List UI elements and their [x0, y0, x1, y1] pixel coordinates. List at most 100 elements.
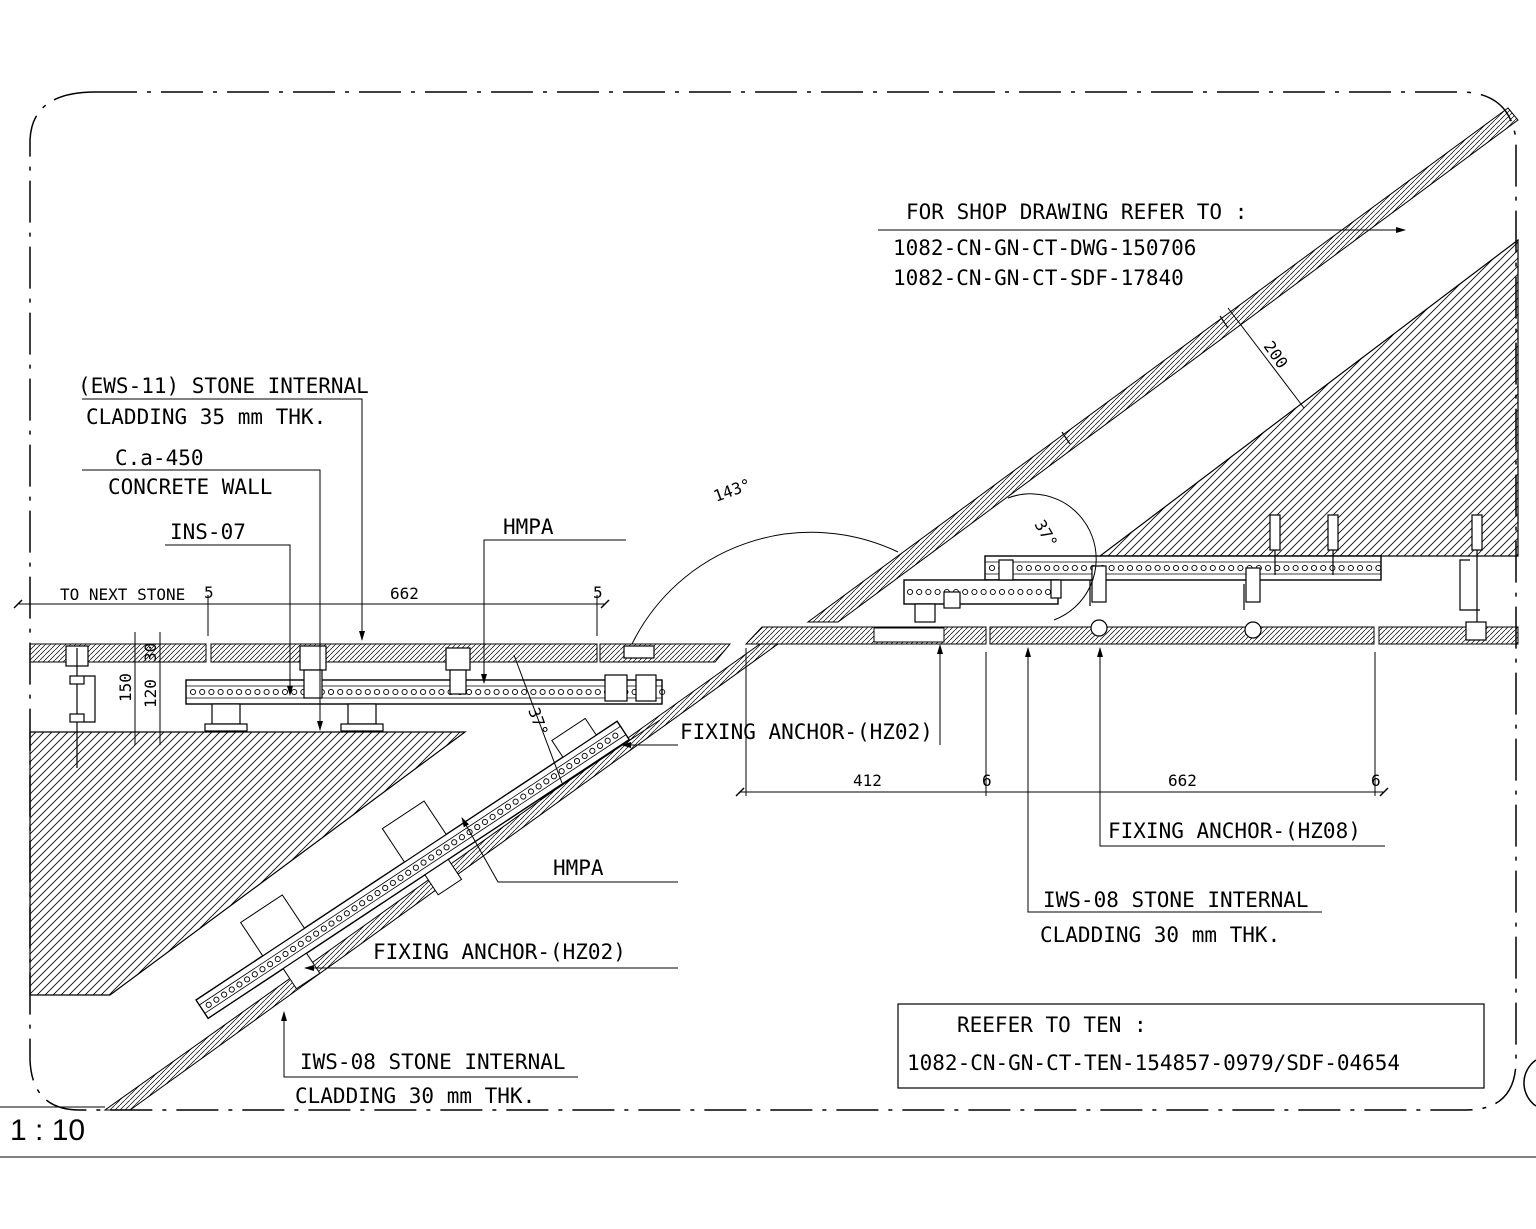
bolt-hole	[530, 688, 537, 696]
bolt-hole	[189, 688, 197, 696]
bolt-hole	[373, 688, 381, 696]
bolt-hole	[282, 950, 289, 958]
bolt-hole	[543, 778, 550, 785]
shop-ref-title: FOR SHOP DRAWING REFER TO :	[906, 200, 1247, 224]
bolt-hole	[1044, 564, 1051, 572]
inclined-joint-2	[1219, 315, 1229, 329]
bolt-hole	[1310, 564, 1318, 572]
dim-wall-core: 120	[141, 679, 160, 708]
dim-gap-right-a: 6	[982, 771, 992, 790]
bolt-hole	[1080, 564, 1088, 572]
bolt-hole	[1008, 588, 1015, 596]
bolt-hole	[458, 834, 465, 841]
bolt-hole	[451, 839, 458, 846]
bolt-hole	[199, 688, 206, 696]
bolt-hole	[245, 688, 252, 696]
bolt-hole	[263, 688, 270, 696]
dimension-lines	[13, 307, 1389, 797]
bolt-hole	[1108, 564, 1115, 572]
bolt-hole	[493, 688, 500, 696]
label-wall-line2: CONCRETE WALL	[108, 475, 272, 499]
bolt-hole	[594, 688, 601, 696]
bolt-hole	[213, 996, 220, 1003]
bolt-hole	[497, 808, 504, 815]
bolt-hole	[364, 688, 371, 696]
shop-ref-number-2: 1082-CN-GN-CT-SDF-17840	[893, 266, 1184, 290]
hmpa-channel-right	[903, 555, 1382, 605]
scale-label: 1 : 10	[10, 1114, 85, 1147]
bolt-hole	[305, 935, 312, 942]
bolt-hole	[401, 688, 408, 696]
bolt-hole	[267, 961, 274, 968]
bolt-hole	[520, 793, 527, 800]
bolt-hole	[1347, 564, 1354, 572]
diagonal-sub-edge	[539, 719, 661, 801]
bolt-hole	[236, 981, 243, 988]
bolt-hole	[612, 732, 619, 739]
label-iws-right-line2: CLADDING 30 mm THK.	[1040, 923, 1280, 947]
bolt-hole	[1136, 564, 1143, 572]
label-insulation: INS-07	[170, 520, 246, 544]
bolt-hole	[550, 773, 558, 780]
bolt-hole	[443, 844, 450, 851]
bolt-hole	[511, 688, 519, 696]
bolt-hole	[1182, 564, 1189, 572]
bolt-hole	[383, 688, 390, 696]
label-wall-line1: C.a-450	[115, 446, 204, 470]
dim-to-next-stone: TO NEXT STONE	[60, 585, 185, 604]
bolt-hole	[1035, 588, 1042, 596]
bolt-hole	[589, 747, 596, 754]
detail-callout-circle	[1523, 1059, 1536, 1107]
bolt-hole	[521, 688, 528, 696]
bolt-hole	[474, 823, 481, 831]
bolt-hole	[581, 752, 588, 759]
bolt-hole	[1026, 588, 1033, 596]
bolt-hole	[374, 889, 381, 897]
dim-angle-obtuse: 143°	[711, 475, 754, 506]
bolt-hole	[998, 588, 1006, 596]
bolt-hole	[1017, 588, 1024, 596]
dim-angle-left: 37°	[524, 705, 552, 739]
hmpa-channel-horizontal	[185, 679, 666, 705]
bolt-hole	[259, 966, 266, 973]
bolt-hole	[1163, 564, 1170, 572]
dim-gap-left-a: 5	[204, 583, 214, 602]
bolt-hole	[420, 859, 427, 866]
bolt-hole	[290, 945, 297, 952]
bolt-hole	[1016, 564, 1023, 572]
ten-ref-title: REEFER TO TEN :	[957, 1013, 1147, 1037]
label-anchor-hz02-lower: FIXING ANCHOR-(HZ02)	[373, 940, 626, 964]
bolt-hole	[313, 930, 320, 937]
bolt-hole	[934, 588, 941, 596]
bolt-hole	[1200, 564, 1207, 572]
bolt-hole	[1218, 564, 1226, 572]
bolt-hole	[481, 818, 488, 826]
bolt-hole	[567, 688, 574, 696]
bolt-hole	[1062, 564, 1069, 572]
bolt-hole	[585, 688, 592, 696]
bolt-hole	[254, 688, 261, 696]
dim-span-412: 412	[853, 771, 882, 790]
bolt-hole	[397, 874, 404, 881]
bolt-hole	[573, 757, 581, 765]
bolt-hole	[1283, 564, 1290, 572]
label-iws-lower-line2: CLADDING 30 mm THK.	[295, 1084, 535, 1108]
bolt-hole	[272, 688, 279, 696]
bolt-hole	[489, 813, 496, 820]
bolt-hole	[1117, 564, 1124, 572]
bolt-hole	[576, 688, 583, 696]
bolt-hole	[1025, 564, 1032, 572]
dim-offset-200: 200	[1260, 337, 1292, 372]
label-anchor-hz02-right: FIXING ANCHOR-(HZ02)	[680, 720, 933, 744]
bolt-hole	[1154, 564, 1161, 572]
bolt-hole	[484, 688, 491, 696]
bolt-hole	[1366, 564, 1373, 572]
inclined-joint-1	[1061, 431, 1071, 445]
label-anchor-hz08: FIXING ANCHOR-(HZ08)	[1108, 819, 1361, 843]
stone-cladding-inclined	[806, 107, 1519, 623]
bolt-hole	[320, 925, 327, 932]
dim-wall-total: 150	[116, 673, 135, 702]
bolt-hole	[435, 849, 442, 856]
leader-lines	[82, 227, 1406, 1078]
bolt-hole	[558, 768, 565, 775]
